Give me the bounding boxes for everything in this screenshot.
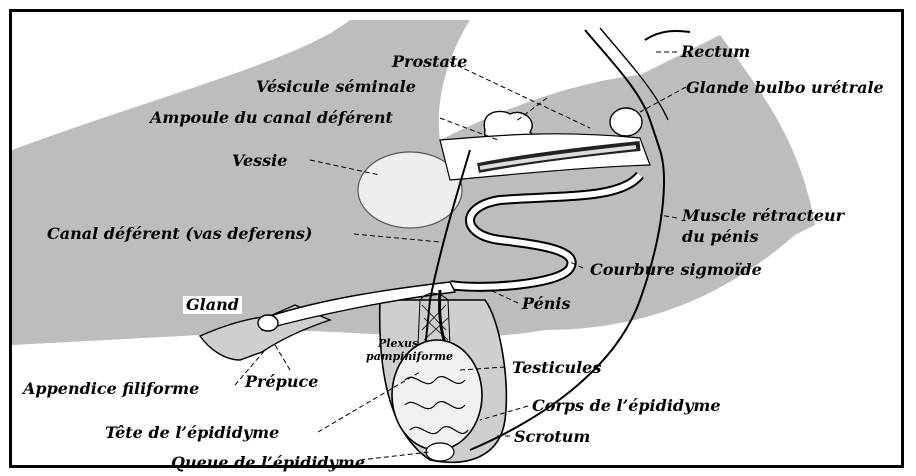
label-pampiniforme: pampiniforme — [366, 351, 453, 363]
label-canal-deferent: Canal déférent (vas deferens) — [47, 225, 312, 243]
label-prepuce: Prépuce — [245, 373, 318, 391]
label-ampoule-canal-deferent: Ampoule du canal déférent — [150, 109, 393, 127]
label-appendice-filiforme: Appendice filiforme — [23, 380, 199, 398]
label-du-penis: du pénis — [682, 228, 758, 246]
label-muscle-retracteur: Muscle rétracteur — [682, 207, 844, 225]
label-gland: Gland — [183, 296, 242, 314]
label-vessie: Vessie — [232, 152, 287, 170]
label-rectum: Rectum — [681, 43, 750, 61]
label-vesicule-seminale: Vésicule séminale — [256, 78, 416, 96]
label-glande-bulbo-uretrale: Glande bulbo urétrale — [686, 79, 884, 97]
label-queue-epididyme: Queue de l’épididyme — [171, 454, 365, 472]
label-courbure-sigmoide: Courbure sigmoïde — [590, 261, 762, 279]
label-penis: Pénis — [522, 295, 571, 313]
label-testicules: Testicules — [512, 359, 601, 377]
label-prostate: Prostate — [392, 53, 467, 71]
label-tete-epididyme: Tête de l’épididyme — [105, 424, 279, 442]
label-corps-epididyme: Corps de l’épididyme — [532, 397, 721, 415]
label-scrotum: Scrotum — [514, 428, 590, 446]
label-plexus: Plexus — [378, 338, 418, 350]
